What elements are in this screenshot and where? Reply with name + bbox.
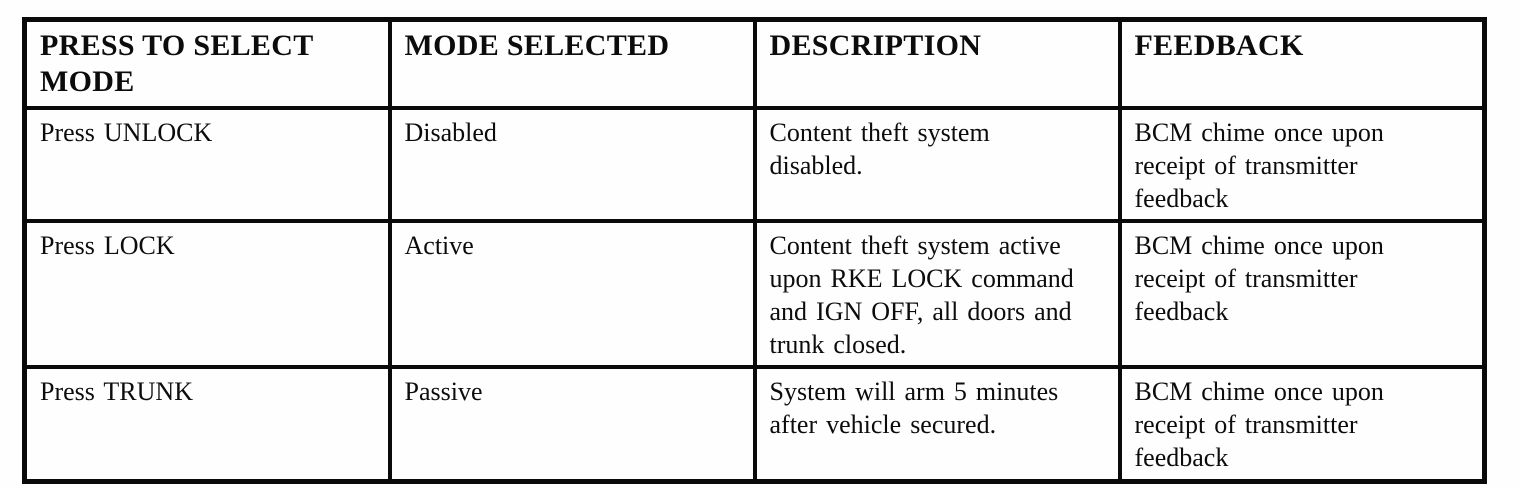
cell-press-action: Press UNLOCK (22, 105, 392, 223)
cell-press-action: Press TRUNK (22, 364, 392, 484)
cell-press-action: Press LOCK (22, 218, 392, 369)
cell-description: System will arm 5 minutes after vehicle … (752, 364, 1122, 484)
cell-feedback: BCM chime once upon receipt of transmitt… (1117, 105, 1487, 223)
column-header-description: DESCRIPTION (752, 17, 1122, 110)
table-row-lock: Press LOCK Active Content theft system a… (22, 218, 1487, 369)
column-header-mode-selected: MODE SELECTED (387, 17, 757, 110)
table-row-trunk: Press TRUNK Passive System will arm 5 mi… (22, 364, 1487, 484)
column-header-feedback: FEEDBACK (1117, 17, 1487, 110)
content-theft-mode-table: PRESS TO SELECT MODE MODE SELECTED DESCR… (22, 17, 1487, 484)
cell-description: Content theft system disabled. (752, 105, 1122, 223)
cell-feedback: BCM chime once upon receipt of transmitt… (1117, 218, 1487, 369)
table-row-unlock: Press UNLOCK Disabled Content theft syst… (22, 105, 1487, 223)
column-header-press-to-select-mode: PRESS TO SELECT MODE (22, 17, 392, 110)
cell-mode-selected: Passive (387, 364, 757, 484)
table-header-row: PRESS TO SELECT MODE MODE SELECTED DESCR… (22, 17, 1487, 110)
cell-feedback: BCM chime once upon receipt of transmitt… (1117, 364, 1487, 484)
cell-mode-selected: Disabled (387, 105, 757, 223)
cell-description: Content theft system active upon RKE LOC… (752, 218, 1122, 369)
cell-mode-selected: Active (387, 218, 757, 369)
